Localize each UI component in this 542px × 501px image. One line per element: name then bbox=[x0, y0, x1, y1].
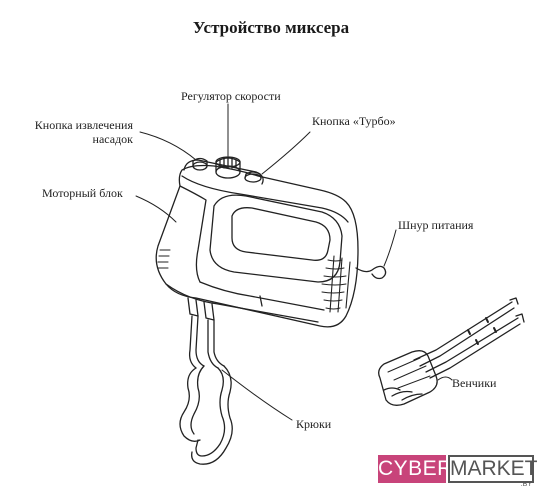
turbo-button bbox=[244, 173, 262, 183]
label-speed-regulator: Регулятор скорости bbox=[181, 89, 281, 103]
handle-opening bbox=[231, 207, 331, 261]
leader-lines bbox=[135, 103, 453, 421]
motor-body-outline bbox=[155, 164, 359, 328]
label-eject-button: Кнопка извлечения насадок bbox=[18, 118, 133, 146]
dough-hooks bbox=[179, 315, 233, 465]
power-cord bbox=[355, 265, 387, 280]
label-power-cord: Шнур питания bbox=[398, 218, 474, 232]
motor-front-face bbox=[179, 185, 207, 283]
logo-part-market: MARKET bbox=[448, 455, 538, 483]
logo-suffix: .BY bbox=[520, 481, 532, 488]
label-eject-line2: насадок bbox=[92, 132, 133, 146]
label-hooks: Крюки bbox=[296, 417, 332, 431]
handle-outer bbox=[209, 194, 343, 283]
label-turbo-button: Кнопка «Турбо» bbox=[312, 114, 396, 128]
logo-part-cyber: CYBER bbox=[378, 455, 452, 483]
vent-grille bbox=[321, 255, 351, 313]
label-eject-line1: Кнопка извлечения bbox=[34, 118, 133, 132]
cybermarket-logo: CYBER MARKET .BY bbox=[378, 452, 538, 488]
motor-base-line bbox=[165, 283, 319, 323]
whisks bbox=[378, 297, 525, 406]
diagram-title: Устройство миксера bbox=[192, 18, 350, 37]
label-motor-unit: Моторный блок bbox=[42, 186, 123, 200]
motor-top-line bbox=[181, 175, 349, 223]
label-whisks: Венчики bbox=[452, 376, 497, 390]
